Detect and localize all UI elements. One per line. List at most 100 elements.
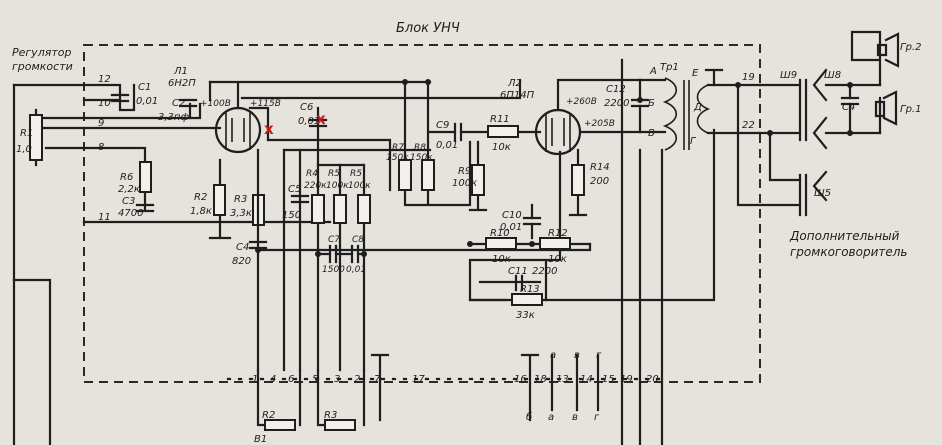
svg-text:в: в xyxy=(574,350,580,361)
svg-text:4: 4 xyxy=(270,374,276,385)
svg-text:C8: C8 xyxy=(352,235,364,245)
svg-text:C11: C11 xyxy=(508,266,528,277)
svg-text:11: 11 xyxy=(98,212,111,223)
svg-text:2200: 2200 xyxy=(604,98,629,109)
svg-text:R2: R2 xyxy=(194,192,207,203)
svg-text:0,01: 0,01 xyxy=(136,96,158,107)
svg-text:100к: 100к xyxy=(348,181,371,191)
svg-text:R14: R14 xyxy=(590,162,610,173)
svg-text:R2: R2 xyxy=(262,410,275,421)
svg-text:C1: C1 xyxy=(138,82,151,93)
jack-sh8 xyxy=(812,68,828,150)
jack-sh5 xyxy=(798,173,808,217)
svg-text:13: 13 xyxy=(556,374,569,385)
svg-text:C5: C5 xyxy=(288,184,301,195)
svg-text:R3: R3 xyxy=(234,194,247,205)
block-title: Блок УНЧ xyxy=(396,21,460,36)
svg-text:10к: 10к xyxy=(492,254,511,265)
capacitor-c11 xyxy=(514,274,524,292)
svg-text:а: а xyxy=(550,350,556,361)
svg-text:6: 6 xyxy=(288,374,294,385)
resistor-r10 xyxy=(485,237,517,250)
volume-label-2: громкости xyxy=(12,60,73,73)
svg-text:19: 19 xyxy=(620,374,633,385)
pot-r3 xyxy=(324,419,356,431)
svg-text:1,0: 1,0 xyxy=(16,144,32,155)
resistor-r7 xyxy=(398,159,412,191)
capacitor-c2 xyxy=(178,98,198,108)
tube1-ref: Л1 xyxy=(173,66,188,77)
svg-text:220к: 220к xyxy=(304,181,327,191)
resistor-r14 xyxy=(571,164,585,196)
svg-text:C2: C2 xyxy=(172,98,185,109)
svg-text:100к: 100к xyxy=(452,178,477,189)
svg-text:г: г xyxy=(594,412,600,423)
svg-text:4700: 4700 xyxy=(118,208,143,219)
svg-text:C10: C10 xyxy=(502,210,522,221)
transformer-pins: А Б В Г Е Д 19 22 xyxy=(648,66,755,147)
svg-text:9: 9 xyxy=(98,118,104,129)
svg-text:1500: 1500 xyxy=(322,265,345,275)
tube-l1 xyxy=(214,106,262,154)
svg-text:1: 1 xyxy=(252,374,258,385)
svg-text:0,01: 0,01 xyxy=(298,116,320,127)
volt-205: +205В xyxy=(584,119,615,129)
extra-speaker-label-1: Дополнительный xyxy=(789,229,900,243)
svg-text:150к: 150к xyxy=(386,153,409,163)
svg-text:19: 19 xyxy=(742,72,755,83)
svg-text:2: 2 xyxy=(354,374,360,385)
svg-text:C12: C12 xyxy=(606,84,626,95)
svg-text:А: А xyxy=(649,66,657,77)
svg-text:R8: R8 xyxy=(414,143,426,153)
svg-text:R6: R6 xyxy=(120,172,133,183)
resistor-r8 xyxy=(421,159,435,191)
svg-text:16: 16 xyxy=(514,374,527,385)
svg-text:R11: R11 xyxy=(490,114,510,125)
svg-text:14: 14 xyxy=(580,374,593,385)
volt-100: +100В xyxy=(200,99,231,109)
svg-text:20: 20 xyxy=(646,374,659,385)
capacitor-c5 xyxy=(290,194,310,204)
extra-speaker-label-2: громкоговоритель xyxy=(790,245,908,259)
resistor-r11 xyxy=(487,125,519,138)
svg-text:R4: R4 xyxy=(306,169,318,179)
svg-text:100к: 100к xyxy=(326,181,349,191)
svg-text:R5: R5 xyxy=(328,169,340,179)
svg-text:R1: R1 xyxy=(20,128,33,139)
block-boundary xyxy=(83,44,761,383)
svg-text:33к: 33к xyxy=(516,310,535,321)
svg-text:R10: R10 xyxy=(490,228,510,239)
svg-text:820: 820 xyxy=(232,256,251,267)
resistor-r5b xyxy=(357,194,371,224)
svg-text:R12: R12 xyxy=(548,228,568,239)
svg-text:C7: C7 xyxy=(328,235,340,245)
svg-text:C4: C4 xyxy=(842,102,855,113)
svg-text:Г: Г xyxy=(690,136,697,147)
svg-text:а: а xyxy=(548,412,554,423)
svg-text:1,8к: 1,8к xyxy=(190,206,212,217)
svg-text:0,01: 0,01 xyxy=(500,222,522,233)
resistor-r2 xyxy=(213,184,226,216)
svg-text:В: В xyxy=(648,128,655,139)
left-terminals: 12 10 9 8 11 xyxy=(98,74,111,223)
volume-label-1: Регулятор xyxy=(12,46,71,59)
svg-text:7: 7 xyxy=(374,374,381,385)
svg-text:3,3пф: 3,3пф xyxy=(158,112,189,123)
svg-text:2,2к: 2,2к xyxy=(118,184,140,195)
svg-text:R13: R13 xyxy=(520,284,540,295)
svg-text:2200: 2200 xyxy=(532,266,557,277)
svg-text:10к: 10к xyxy=(548,254,567,265)
component-labels: R1 1,0 C1 0,01 C2 3,3пф R6 2,2к C3 4700 … xyxy=(16,82,855,321)
svg-text:Д: Д xyxy=(693,102,702,113)
red-mark-1: x xyxy=(264,120,274,138)
jack-sh9 xyxy=(798,78,808,142)
svg-text:Б: Б xyxy=(648,98,655,109)
svg-text:18: 18 xyxy=(534,374,547,385)
svg-text:15: 15 xyxy=(602,374,615,385)
bottom-pins: 1 4 6 5 3 2 7 17 16 18 13 14 15 19 20 а … xyxy=(252,350,659,445)
svg-text:Е: Е xyxy=(692,68,699,79)
svg-text:C9: C9 xyxy=(436,120,449,131)
capacitor-c1 xyxy=(110,93,130,103)
resistor-r12 xyxy=(539,237,571,250)
